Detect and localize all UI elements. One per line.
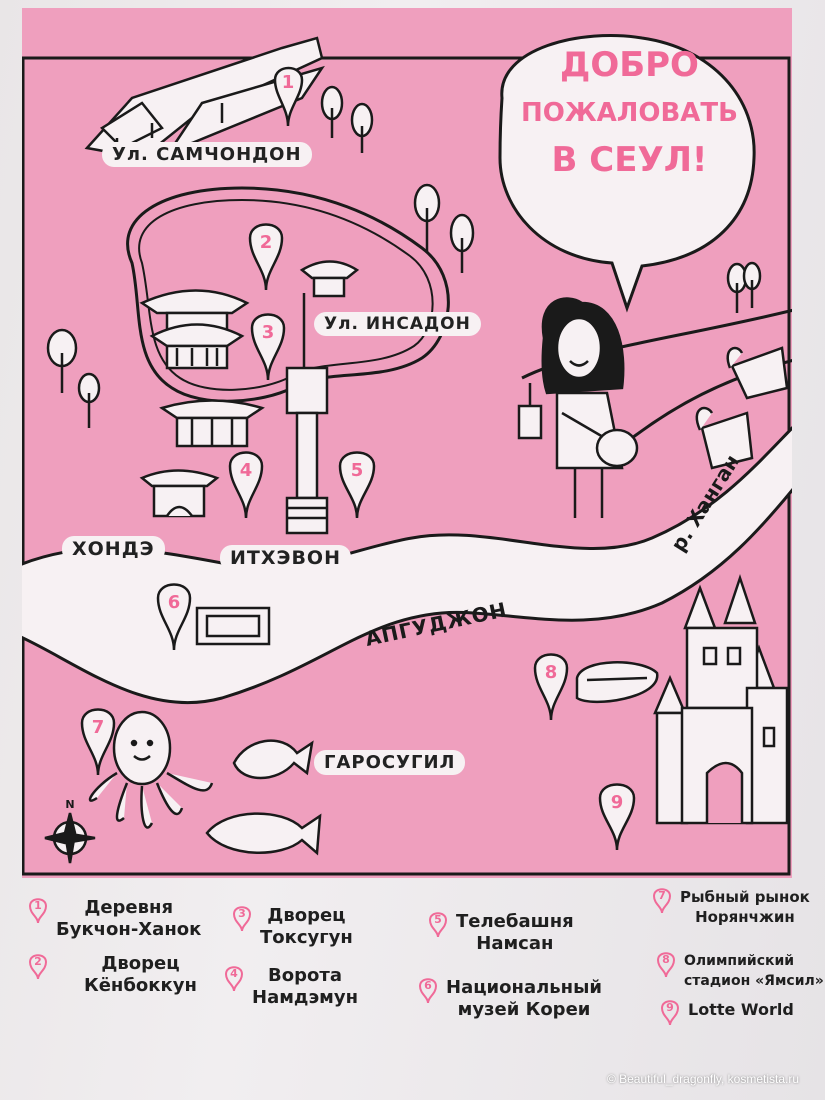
legend-item-8-line2: стадион «Ямсил» <box>684 973 824 989</box>
legend-pin-icon: 1 <box>28 897 48 923</box>
legend-item-4-line2: Намдэмун <box>252 987 359 1008</box>
legend-pin-icon: 8 <box>656 951 676 977</box>
legend-pin-icon: 7 <box>652 887 672 913</box>
legend-item-3-line1: Дворец <box>267 905 346 926</box>
legend-item-7-line1: Рыбный рынок <box>680 888 810 906</box>
welcome-line-1: ДОБРО <box>560 45 699 85</box>
fish-drawing <box>205 739 322 856</box>
legend-item-9-line1: Lotte World <box>688 1000 794 1019</box>
map-pin-8-shape <box>533 653 569 721</box>
museum-drawing <box>195 606 271 646</box>
girl-drawing <box>517 297 639 518</box>
namsan-tower-drawing <box>285 293 329 535</box>
compass-north-label: N <box>65 798 74 811</box>
legend-item-9: 9 Lotte World <box>660 999 794 1025</box>
legend-item-2-line1: Дворец <box>101 953 180 974</box>
legend-item-6-line1: Национальный <box>446 977 603 998</box>
legend-pin-icon: 3 <box>232 905 252 931</box>
olympic-stadium-drawing <box>575 661 659 704</box>
map-pin-6-number: 6 <box>168 592 181 613</box>
map-illustration: N <box>22 8 792 878</box>
legend-item-7-line2: Норянчжин <box>695 908 795 926</box>
legend-pin-icon: 2 <box>28 953 48 979</box>
legend-item-1-line1: Деревня <box>84 897 174 918</box>
map-pin-3-shape <box>250 313 286 381</box>
samchondon-street-label: Ул. САМЧОНДОН <box>102 142 312 167</box>
map-pin-4-shape <box>228 451 264 519</box>
legend-pin-icon: 6 <box>418 977 438 1003</box>
legend-item-3-line2: Токсугун <box>260 927 353 948</box>
hondae-district-label: ХОНДЭ <box>62 536 165 562</box>
speech-bubble-shape <box>498 34 756 313</box>
map-pin-2-shape <box>248 223 284 291</box>
legend-item-4-line1: Ворота <box>268 965 342 986</box>
welcome-line-3: В СЕУЛ! <box>551 139 708 180</box>
legend-item-5-line2: Намсан <box>476 933 554 954</box>
map-pin-4-number: 4 <box>240 460 253 481</box>
map-pin-3-number: 3 <box>262 322 275 343</box>
gyeongbokgung-drawing <box>139 289 250 370</box>
legend-item-1-line2: Букчон-Ханок <box>56 919 202 940</box>
map-pin-8-number: 8 <box>545 662 558 683</box>
watermark-credit: © Beautiful_dragonfly, kosmetista.ru <box>606 1072 799 1086</box>
legend-item-5-line1: Телебашня <box>456 911 574 932</box>
welcome-speech-text: ДОБРО ПОЖАЛОВАТЬ В СЕУЛ! <box>512 45 747 180</box>
legend-item-6-line2: музей Кореи <box>457 999 591 1020</box>
lotte-world-castle-drawing <box>653 574 789 825</box>
swan-boats-drawing <box>695 346 789 470</box>
compass-drawing <box>44 812 96 864</box>
octopus-drawing <box>88 710 214 829</box>
map-pin-5-number: 5 <box>351 460 364 481</box>
loop-road <box>126 186 450 403</box>
map-pin-7-number: 7 <box>92 717 105 738</box>
map-pin-9-number: 9 <box>611 792 624 813</box>
map-pin-7-shape <box>80 708 116 776</box>
seoul-map: N <box>22 8 792 878</box>
map-pin-2-number: 2 <box>260 232 273 253</box>
map-pin-5-shape <box>338 451 376 519</box>
welcome-line-2: ПОЖАЛОВАТЬ <box>520 97 738 128</box>
map-pin-9-shape <box>598 783 636 851</box>
map-pin-6-shape <box>156 583 192 651</box>
legend-pin-icon: 5 <box>428 911 448 937</box>
deoksugung-drawing <box>159 399 265 448</box>
trees-drawing <box>46 85 762 428</box>
map-pins <box>80 66 636 851</box>
legend-pin-icon: 9 <box>660 999 680 1025</box>
insadon-street-label: Ул. ИНСАДОН <box>314 312 481 336</box>
namdaemun-gate-drawing <box>139 469 220 518</box>
legend-item-2-line2: Кёнбоккун <box>84 975 197 996</box>
legend-pin-icon: 4 <box>224 965 244 991</box>
legend-item-8-line1: Олимпийский <box>684 953 795 969</box>
legend-item-8: 8 Олимпийский стадион «Ямсил» <box>656 951 824 991</box>
garosugil-district-label: ГАРОСУГИЛ <box>314 750 466 775</box>
map-pin-1-shape <box>273 66 304 127</box>
map-pin-1-number: 1 <box>282 72 295 93</box>
itaewon-district-label: ИТХЭВОН <box>220 545 351 571</box>
small-pavilion-drawing <box>299 260 360 298</box>
